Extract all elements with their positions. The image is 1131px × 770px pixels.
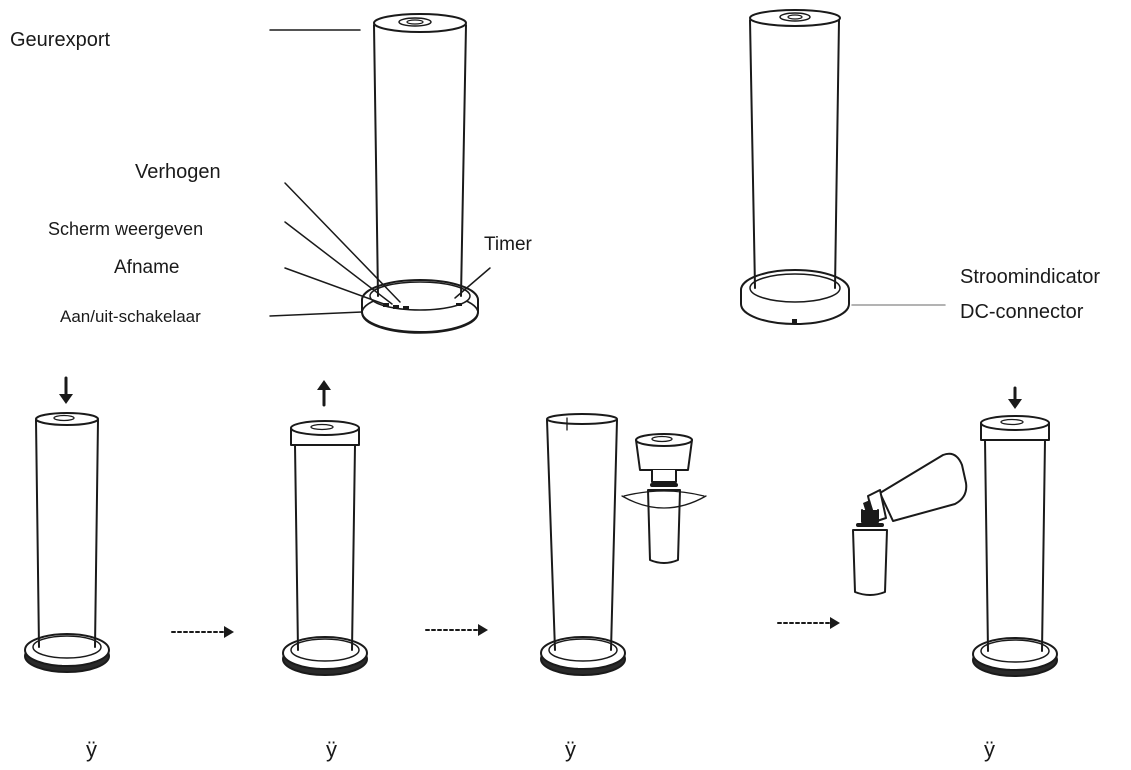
label-afname: Afname [114, 257, 180, 278]
diffuser-rear [740, 9, 946, 325]
step-marker-4: ÿ [984, 737, 995, 762]
step-3-diffuser [540, 413, 626, 676]
label-aan-uit-schakelaar: Aan/uit-schakelaar [60, 307, 201, 326]
arrow-step-2-3 [425, 624, 488, 636]
step-2-diffuser [282, 380, 368, 676]
step-1-diffuser [24, 376, 110, 673]
diffuser-front-labeled [269, 13, 491, 334]
step-marker-2: ÿ [326, 737, 337, 762]
step-4-cartridge [852, 509, 888, 596]
step-marker-1: ÿ [86, 737, 97, 762]
step-marker-3: ÿ [565, 737, 576, 762]
label-timer: Timer [484, 234, 532, 255]
label-scherm-weergeven: Scherm weergeven [48, 219, 204, 239]
step-4-diffuser [972, 386, 1058, 677]
arrow-step-1-2 [171, 626, 234, 638]
label-stroomindicator: Stroomindicator [960, 266, 1101, 288]
step-3-cartridge [621, 433, 707, 564]
label-verhogen: Verhogen [135, 161, 221, 183]
arrow-step-3-4 [777, 617, 840, 629]
label-dc-connector: DC-connector [960, 301, 1084, 323]
label-geurexport: Geurexport [10, 29, 111, 51]
